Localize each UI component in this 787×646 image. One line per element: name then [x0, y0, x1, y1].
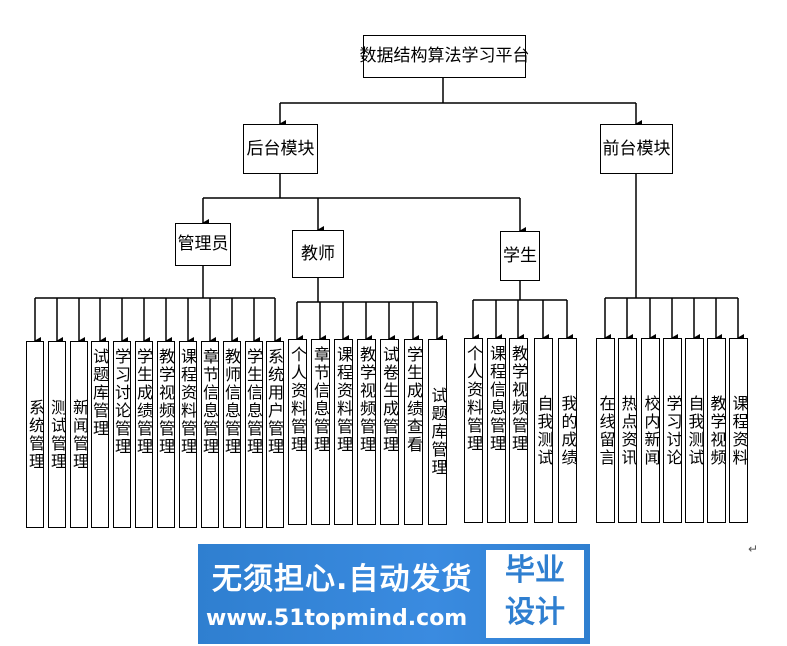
admin-item-student-info: 学生信息管理: [245, 341, 263, 528]
admin-item-teacher-info: 教师信息管理: [223, 341, 241, 528]
student-role-node: 学生: [500, 231, 540, 281]
backend-module-node: 后台模块: [243, 124, 318, 174]
admin-item-chapter-info: 章节信息管理: [201, 341, 219, 528]
frontend-item-discussion: 学习讨论: [663, 338, 682, 523]
teacher-role-node: 教师: [292, 230, 344, 278]
frontend-item-teaching-video: 教学视频: [707, 338, 726, 523]
teacher-item-student-scores: 学生成绩查看: [404, 339, 423, 525]
student-item-self-test: 自我测试: [534, 338, 553, 523]
teacher-item-course-materials: 课程资料管理: [334, 339, 353, 525]
admin-item-teaching-video: 教学视频管理: [157, 341, 175, 528]
student-item-teaching-video: 教学视频管理: [509, 338, 528, 523]
student-item-course-info: 课程信息管理: [487, 338, 506, 523]
teacher-item-teaching-video: 教学视频管理: [357, 339, 376, 525]
admin-item-news: 新闻管理: [70, 341, 88, 528]
watermark-badge-line2: 设计: [505, 595, 565, 630]
admin-item-student-scores: 学生成绩管理: [135, 341, 153, 528]
frontend-item-campus-news: 校内新闻: [641, 338, 660, 523]
frontend-module-node: 前台模块: [600, 124, 673, 174]
frontend-item-self-test: 自我测试: [685, 338, 704, 523]
admin-item-course-materials: 课程资料管理: [179, 341, 197, 528]
admin-item-discussion: 学习讨论管理: [113, 341, 131, 528]
paragraph-mark-icon: ↵: [748, 542, 759, 556]
frontend-item-message-board: 在线留言: [596, 338, 615, 523]
admin-item-test: 测试管理: [48, 341, 66, 528]
student-item-my-scores: 我的成绩: [558, 338, 577, 523]
admin-item-question-bank: 试题库管理: [91, 341, 109, 528]
teacher-item-question-bank: 试题库管理: [428, 339, 447, 525]
teacher-item-profile: 个人资料管理: [288, 339, 307, 525]
root-node: 数据结构算法学习平台: [360, 35, 530, 78]
watermark-badge: 毕业 设计: [486, 550, 584, 638]
teacher-item-exam-generation: 试卷生成管理: [380, 339, 399, 525]
watermark-badge-line1: 毕业: [505, 553, 565, 588]
admin-role-node: 管理员: [175, 223, 231, 266]
teacher-item-chapter-info: 章节信息管理: [311, 339, 330, 525]
student-item-profile: 个人资料管理: [464, 338, 483, 523]
watermark-url: www.51topmind.com: [206, 606, 468, 631]
frontend-item-course-materials: 课程资料: [729, 338, 748, 523]
admin-item-system: 系统管理: [26, 341, 44, 528]
admin-item-system-users: 系统用户管理: [266, 341, 284, 528]
frontend-item-hot-news: 热点资讯: [618, 338, 637, 523]
watermark-text-area: 无须担心.自动发货 www.51topmind.com: [198, 544, 483, 644]
watermark-slogan: 无须担心.自动发货: [212, 562, 473, 597]
watermark-banner: 无须担心.自动发货 www.51topmind.com 毕业 设计: [198, 544, 590, 644]
